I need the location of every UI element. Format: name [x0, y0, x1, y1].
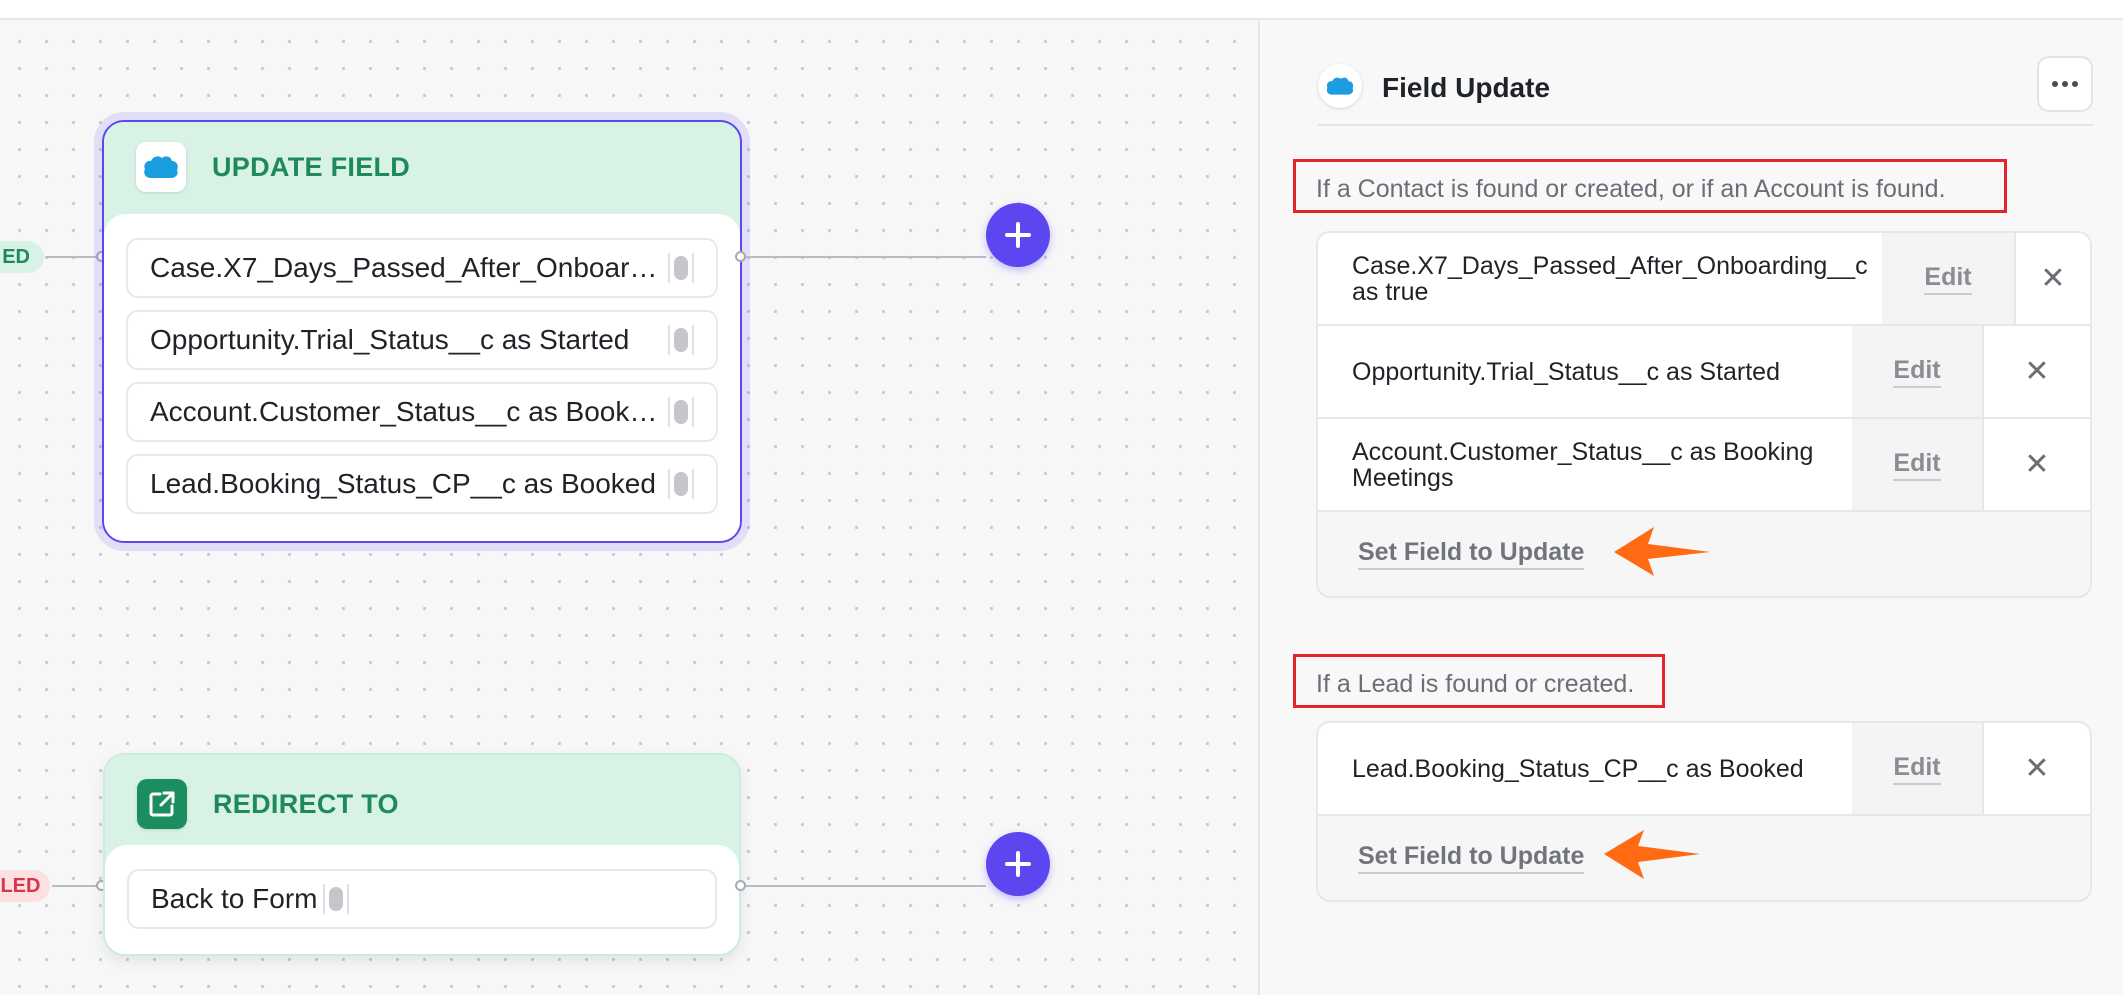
status-pill-top: ED	[0, 241, 44, 273]
pill-tag-icon	[668, 469, 694, 499]
plus-icon	[1005, 222, 1031, 248]
set-field-to-update-button[interactable]: Set Field to Update	[1318, 816, 2090, 900]
annotation-arrow-icon	[1604, 830, 1700, 879]
chip-label: Account.Customer_Status__c as Booking Me…	[150, 396, 662, 427]
external-link-icon	[137, 779, 187, 829]
field-chip[interactable]: Account.Customer_Status__c as Booking Me…	[126, 382, 718, 442]
node-title: REDIRECT TO	[213, 789, 399, 819]
close-icon[interactable]: ✕	[2024, 448, 2050, 481]
more-horizontal-icon	[2052, 81, 2078, 87]
field-update-row: Lead.Booking_Status_CP__c as Booked Edit…	[1318, 723, 2090, 816]
field-update-text: Case.X7_Days_Passed_After_Onboarding__c …	[1352, 251, 1868, 306]
field-update-row: Opportunity.Trial_Status__c as Started E…	[1318, 326, 2090, 419]
more-options-button[interactable]	[2037, 56, 2093, 112]
field-chip[interactable]: Lead.Booking_Status_CP__c as Booked	[126, 454, 718, 514]
annotation-arrow-icon	[1614, 527, 1710, 576]
edit-button[interactable]: Edit	[1852, 326, 1984, 417]
connector-line	[746, 885, 986, 887]
field-update-text: Account.Customer_Status__c as Booking Me…	[1352, 437, 1814, 492]
update-field-node[interactable]: UPDATE FIELD Case.X7_Days_Passed_After_O…	[102, 120, 742, 543]
output-port[interactable]	[735, 251, 746, 262]
add-step-button[interactable]	[986, 203, 1050, 267]
edit-button[interactable]: Edit	[1882, 233, 2016, 324]
plus-icon	[1005, 851, 1031, 877]
field-update-text: Lead.Booking_Status_CP__c as Booked	[1352, 754, 1804, 783]
field-update-row: Case.X7_Days_Passed_After_Onboarding__c …	[1318, 233, 2090, 326]
close-icon[interactable]: ✕	[2024, 752, 2050, 785]
edit-label: Edit	[1893, 753, 1941, 785]
field-chip[interactable]: Case.X7_Days_Passed_After_Onboarding__c …	[126, 238, 718, 298]
pill-tag-icon	[323, 884, 350, 914]
chip-label: Case.X7_Days_Passed_After_Onboarding__c …	[150, 252, 662, 283]
field-update-group: Lead.Booking_Status_CP__c as Booked Edit…	[1316, 721, 2092, 902]
chip-label: Lead.Booking_Status_CP__c as Booked	[150, 468, 656, 499]
condition-label: If a Lead is found or created.	[1293, 654, 1665, 708]
node-title: UPDATE FIELD	[212, 152, 411, 182]
condition-label: If a Contact is found or created, or if …	[1293, 159, 2007, 213]
field-update-row: Account.Customer_Status__c as Booking Me…	[1318, 419, 2090, 512]
flow-canvas[interactable]: ED UPDATE FIELD Case.X7_Days_Passed_Afte…	[0, 22, 1258, 995]
redirect-node[interactable]: REDIRECT TO Back to Form	[103, 753, 741, 956]
add-step-button[interactable]	[986, 832, 1050, 896]
connector-line	[52, 885, 102, 887]
edit-label: Edit	[1893, 356, 1941, 388]
set-field-label: Set Field to Update	[1358, 538, 1585, 570]
pill-tag-icon	[668, 253, 694, 283]
edit-button[interactable]: Edit	[1852, 723, 1984, 814]
connector-line	[746, 256, 986, 258]
output-port[interactable]	[735, 880, 746, 891]
node-body: Case.X7_Days_Passed_After_Onboarding__c …	[104, 214, 740, 541]
panel-title: Field Update	[1382, 72, 1551, 103]
top-bar	[0, 0, 2123, 20]
pill-tag-icon	[668, 397, 694, 427]
field-update-group: Case.X7_Days_Passed_After_Onboarding__c …	[1316, 231, 2092, 598]
close-icon[interactable]: ✕	[2024, 355, 2050, 388]
node-body: Back to Form	[105, 845, 739, 954]
chip-label: Back to Form	[151, 883, 318, 914]
chip-label: Opportunity.Trial_Status__c as Started	[150, 324, 630, 355]
redirect-chip[interactable]: Back to Form	[127, 869, 717, 929]
edit-label: Edit	[1893, 449, 1941, 481]
set-field-label: Set Field to Update	[1358, 842, 1585, 874]
field-update-text: Opportunity.Trial_Status__c as Started	[1352, 357, 1780, 386]
close-icon[interactable]: ✕	[2040, 262, 2066, 295]
panel-header: Field Update	[1318, 56, 2093, 126]
salesforce-cloud-icon	[136, 142, 186, 192]
set-field-to-update-button[interactable]: Set Field to Update	[1318, 512, 2090, 596]
connector-line	[46, 256, 102, 258]
edit-label: Edit	[1924, 263, 1972, 295]
salesforce-cloud-icon	[1318, 64, 1362, 108]
status-pill-bottom: ULED	[0, 870, 50, 902]
edit-button[interactable]: Edit	[1852, 419, 1984, 510]
pill-tag-icon	[668, 325, 694, 355]
field-chip[interactable]: Opportunity.Trial_Status__c as Started	[126, 310, 718, 370]
